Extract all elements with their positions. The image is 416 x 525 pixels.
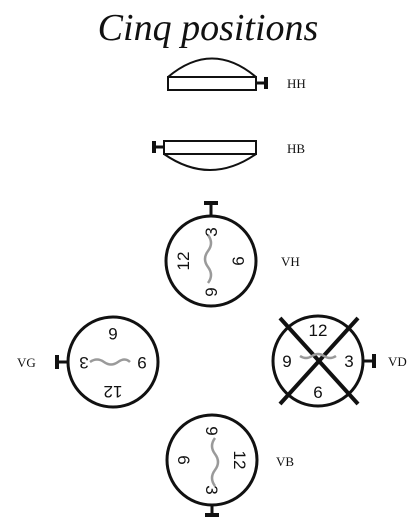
hand-vh [203, 234, 213, 284]
position-vg [55, 315, 160, 409]
vg-num-12: 12 [104, 382, 123, 401]
vb-num-3: 3 [202, 485, 221, 494]
vd-num-9: 9 [282, 352, 291, 371]
label-vg: VG [17, 355, 36, 370]
vd-num-3: 3 [344, 352, 353, 371]
position-vd [271, 314, 376, 408]
vh-num-9: 9 [202, 287, 221, 296]
numbers-vb: 12 3 6 9 [174, 426, 249, 494]
vb-num-12: 12 [230, 451, 249, 470]
label-vd: VD [388, 354, 407, 369]
numbers-vg: 12 3 6 9 [79, 324, 146, 401]
position-vh [164, 201, 258, 308]
vg-num-9: 9 [137, 353, 146, 372]
position-hb [152, 140, 257, 171]
label-hb: HB [287, 141, 305, 156]
vg-num-6: 6 [108, 324, 117, 343]
vb-num-6: 6 [174, 455, 193, 464]
position-vb [165, 413, 259, 517]
hand-vb [210, 437, 220, 487]
cross-line-2 [278, 316, 360, 406]
diagram-title: Cinq positions [97, 7, 319, 49]
vh-num-12: 12 [174, 252, 193, 271]
vb-num-9: 9 [202, 426, 221, 435]
label-hh: HH [287, 76, 306, 91]
numbers-vh: 12 3 6 9 [174, 227, 248, 296]
vg-num-3: 3 [79, 353, 88, 372]
vh-num-6: 6 [229, 256, 248, 265]
label-vh: VH [281, 254, 300, 269]
vd-num-12: 12 [309, 321, 328, 340]
hand-vg [89, 358, 131, 366]
position-hh [167, 57, 268, 91]
label-vb: VB [276, 454, 294, 469]
vd-num-6: 6 [313, 383, 322, 402]
vh-num-3: 3 [202, 227, 221, 236]
numbers-vd: 12 3 6 9 [282, 321, 353, 402]
hand-vd [299, 352, 337, 360]
